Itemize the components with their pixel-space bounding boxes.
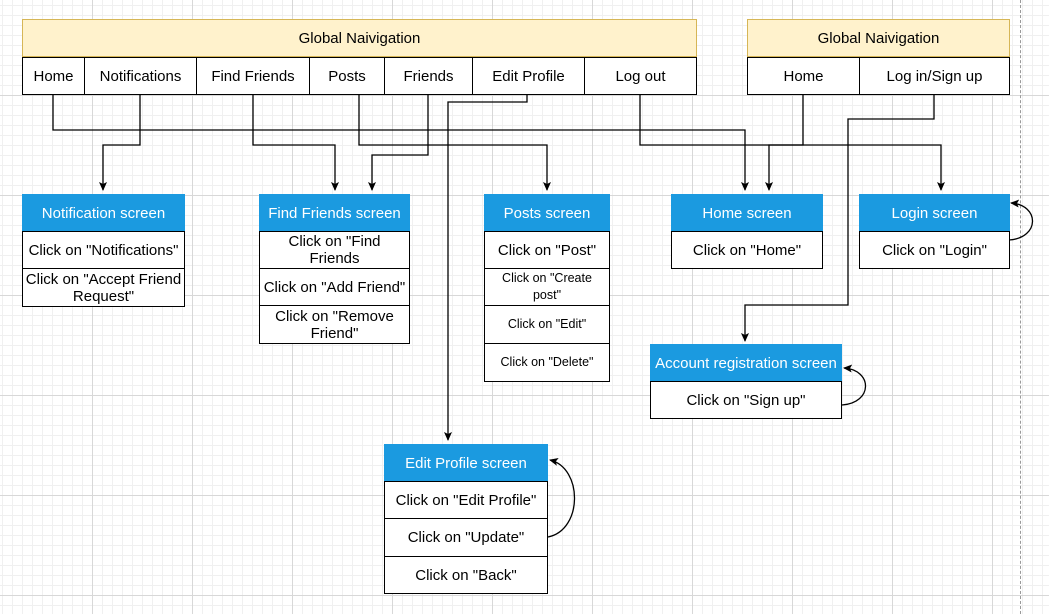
posts-screen-row: Click on "Edit" bbox=[484, 305, 610, 344]
posts-screen-row: Click on "Delete" bbox=[484, 343, 610, 382]
page-border bbox=[1020, 0, 1021, 614]
notification-screen-row: Click on "Notifications" bbox=[22, 231, 185, 269]
nav-item-edit-profile[interactable]: Edit Profile bbox=[472, 57, 585, 95]
guest-nav-item-home[interactable]: Home bbox=[747, 57, 860, 95]
login-screen-title: Login screen bbox=[859, 194, 1010, 232]
find-friends-screen-row: Click on "Find Friends bbox=[259, 231, 410, 269]
find-friends-screen-row: Click on "Remove Friend" bbox=[259, 305, 410, 344]
find-friends-screen-title: Find Friends screen bbox=[259, 194, 410, 232]
nav-item-friends[interactable]: Friends bbox=[384, 57, 473, 95]
home-screen-row: Click on "Home" bbox=[671, 231, 823, 269]
edit-profile-screen-row: Click on "Back" bbox=[384, 556, 548, 594]
notification-screen-title: Notification screen bbox=[22, 194, 185, 232]
posts-screen-row: Click on "Post" bbox=[484, 231, 610, 269]
edge-registration-self-loop bbox=[841, 364, 867, 406]
login-screen-row: Click on "Login" bbox=[859, 231, 1010, 269]
edge-logout-to-login-screen bbox=[639, 94, 945, 191]
edge-edit-profile-self-loop bbox=[547, 458, 576, 538]
nav-item-home[interactable]: Home bbox=[22, 57, 85, 95]
nav-item-find-friends[interactable]: Find Friends bbox=[196, 57, 310, 95]
registration-screen-row: Click on "Sign up" bbox=[650, 381, 842, 419]
edge-guest-home-to-home-screen bbox=[765, 94, 804, 191]
guest-nav-item-login-signup[interactable]: Log in/Sign up bbox=[859, 57, 1010, 95]
edge-home-to-home-screen bbox=[52, 94, 749, 191]
registration-screen-title: Account registration screen bbox=[650, 344, 842, 382]
edge-find-friends-to-find-friends-screen bbox=[252, 94, 339, 191]
edit-profile-screen-row: Click on "Update" bbox=[384, 518, 548, 557]
home-screen-title: Home screen bbox=[671, 194, 823, 232]
edge-notifications-to-notification-screen bbox=[99, 94, 141, 191]
notification-screen-row: Click on "Accept Friend Request" bbox=[22, 268, 185, 307]
edit-profile-screen-title: Edit Profile screen bbox=[384, 444, 548, 482]
nav-item-notifications[interactable]: Notifications bbox=[84, 57, 197, 95]
nav-item-posts[interactable]: Posts bbox=[309, 57, 385, 95]
edge-posts-to-posts-screen bbox=[358, 94, 551, 191]
global-navigation-title: Global Naivigation bbox=[22, 19, 697, 57]
edit-profile-screen-row: Click on "Edit Profile" bbox=[384, 481, 548, 519]
guest-navigation-title: Global Naivigation bbox=[747, 19, 1010, 57]
edge-friends-to-find-friends-screen bbox=[368, 94, 429, 191]
posts-screen-row: Click on "Create post" bbox=[484, 268, 610, 306]
find-friends-screen-row: Click on "Add Friend" bbox=[259, 268, 410, 306]
posts-screen-title: Posts screen bbox=[484, 194, 610, 232]
nav-item-log-out[interactable]: Log out bbox=[584, 57, 697, 95]
